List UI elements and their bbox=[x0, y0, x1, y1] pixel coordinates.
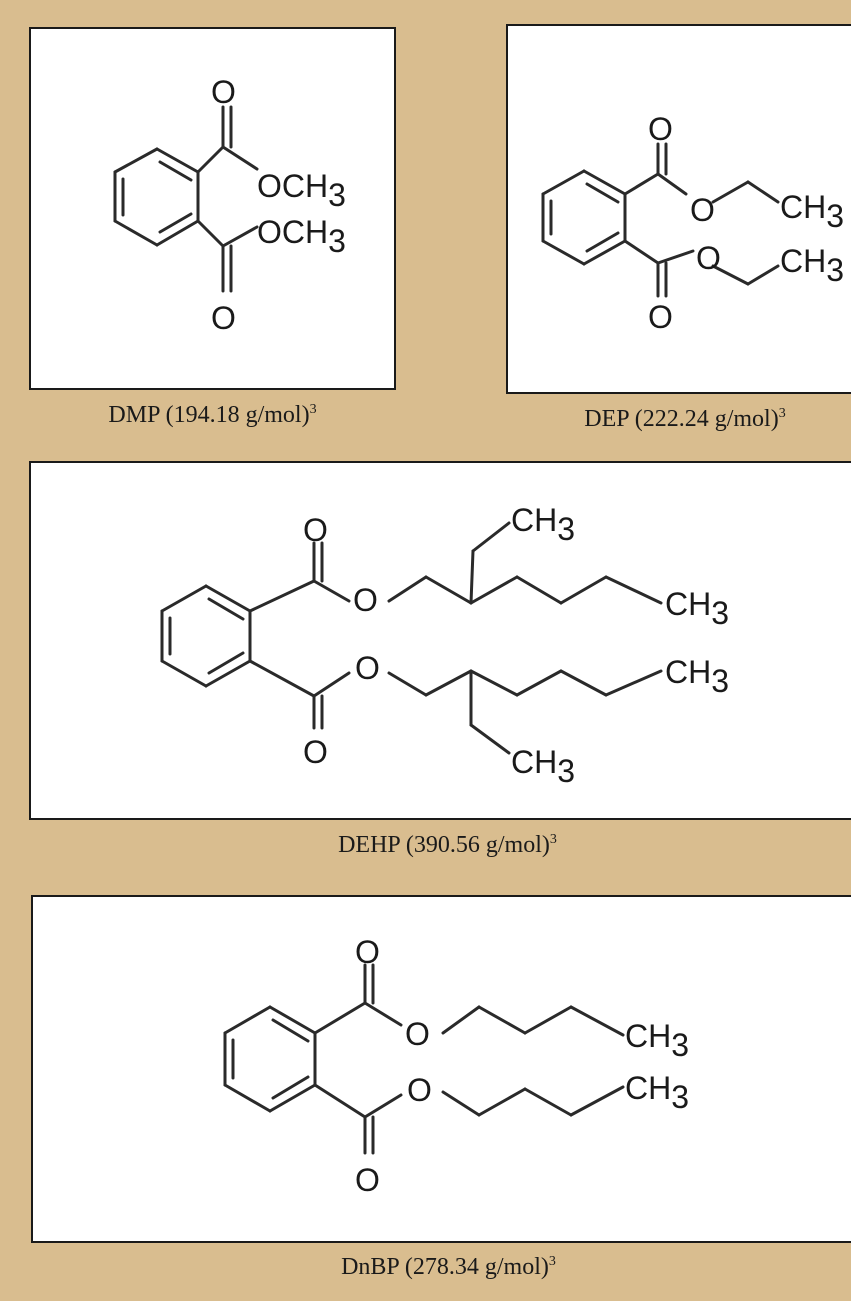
dmp-name: DMP bbox=[108, 402, 160, 428]
dnbp-structure-panel: O O O O CH3 CH3 bbox=[31, 895, 851, 1243]
dnbp-unit: g/mol bbox=[484, 1254, 541, 1280]
dehp-ethyl-methyl-top: CH3 bbox=[511, 502, 575, 547]
dmp-reference: 3 bbox=[309, 402, 317, 417]
dehp-chain-methyl-top: CH3 bbox=[665, 586, 729, 631]
dehp-name: DEHP bbox=[338, 832, 400, 858]
dmp-molar-mass: 194.18 bbox=[173, 402, 240, 428]
dmp-carbonyl-oxygen-bottom: O bbox=[211, 300, 236, 336]
dep-unit: g/mol bbox=[714, 406, 771, 432]
dep-carbonyl-oxygen-top: O bbox=[648, 111, 673, 147]
dehp-ester-oxygen-top: O bbox=[353, 582, 378, 618]
dehp-carbonyl-oxygen-bottom: O bbox=[303, 734, 328, 770]
dnbp-reference: 3 bbox=[548, 1254, 556, 1269]
dnbp-methyl-bottom: CH3 bbox=[625, 1070, 689, 1115]
dmp-unit: g/mol bbox=[245, 402, 302, 428]
dmp-caption: DMP (194.18 g/mol)3 bbox=[108, 402, 317, 428]
dep-reference: 3 bbox=[778, 406, 786, 421]
dehp-unit: g/mol bbox=[485, 832, 542, 858]
dehp-chain-methyl-bottom: CH3 bbox=[665, 654, 729, 699]
dep-methyl-top: CH3 bbox=[780, 189, 844, 234]
dnbp-carbonyl-oxygen-top: O bbox=[355, 934, 380, 970]
dnbp-structure-drawing: O O O O CH3 CH3 bbox=[223, 934, 689, 1198]
dmp-carbonyl-oxygen-top: O bbox=[211, 74, 236, 110]
dmp-methoxy-bottom: OCH3 bbox=[257, 214, 346, 259]
dnbp-ester-oxygen-top: O bbox=[405, 1016, 430, 1052]
dep-name: DEP bbox=[584, 406, 629, 432]
dep-methyl-bottom: CH3 bbox=[780, 243, 844, 288]
dnbp-molar-mass: 278.34 bbox=[412, 1254, 479, 1280]
dep-carbonyl-oxygen-bottom: O bbox=[648, 299, 673, 335]
dnbp-methyl-top: CH3 bbox=[625, 1018, 689, 1063]
dehp-carbonyl-oxygen-top: O bbox=[303, 512, 328, 548]
dnbp-ester-oxygen-bottom: O bbox=[407, 1072, 432, 1108]
dnbp-caption: DnBP (278.34 g/mol)3 bbox=[341, 1254, 556, 1280]
dehp-ethyl-methyl-bottom: CH3 bbox=[511, 744, 575, 789]
dehp-molar-mass: 390.56 bbox=[413, 832, 480, 858]
dmp-structure-drawing: O O OCH3 OCH3 bbox=[113, 74, 346, 336]
dmp-structure-panel: O O OCH3 OCH3 bbox=[29, 27, 396, 390]
dep-ester-oxygen-bottom: O bbox=[696, 240, 721, 276]
dmp-methoxy-top: OCH3 bbox=[257, 168, 346, 213]
dehp-caption: DEHP (390.56 g/mol)3 bbox=[338, 832, 557, 858]
dep-structure-drawing: O O O O CH3 CH3 bbox=[541, 111, 844, 335]
dehp-ester-oxygen-bottom: O bbox=[355, 650, 380, 686]
dehp-reference: 3 bbox=[549, 832, 557, 847]
dnbp-name: DnBP bbox=[341, 1254, 399, 1280]
dep-ester-oxygen-top: O bbox=[690, 192, 715, 228]
dnbp-carbonyl-oxygen-bottom: O bbox=[355, 1162, 380, 1198]
dehp-structure-panel: O O O O CH3 CH3 CH3 CH3 bbox=[29, 461, 851, 820]
dep-structure-panel: O O O O CH3 CH3 bbox=[506, 24, 851, 394]
dep-caption: DEP (222.24 g/mol)3 bbox=[584, 406, 786, 432]
dehp-structure-drawing: O O O O CH3 CH3 CH3 CH3 bbox=[160, 502, 729, 789]
dep-molar-mass: 222.24 bbox=[642, 406, 709, 432]
